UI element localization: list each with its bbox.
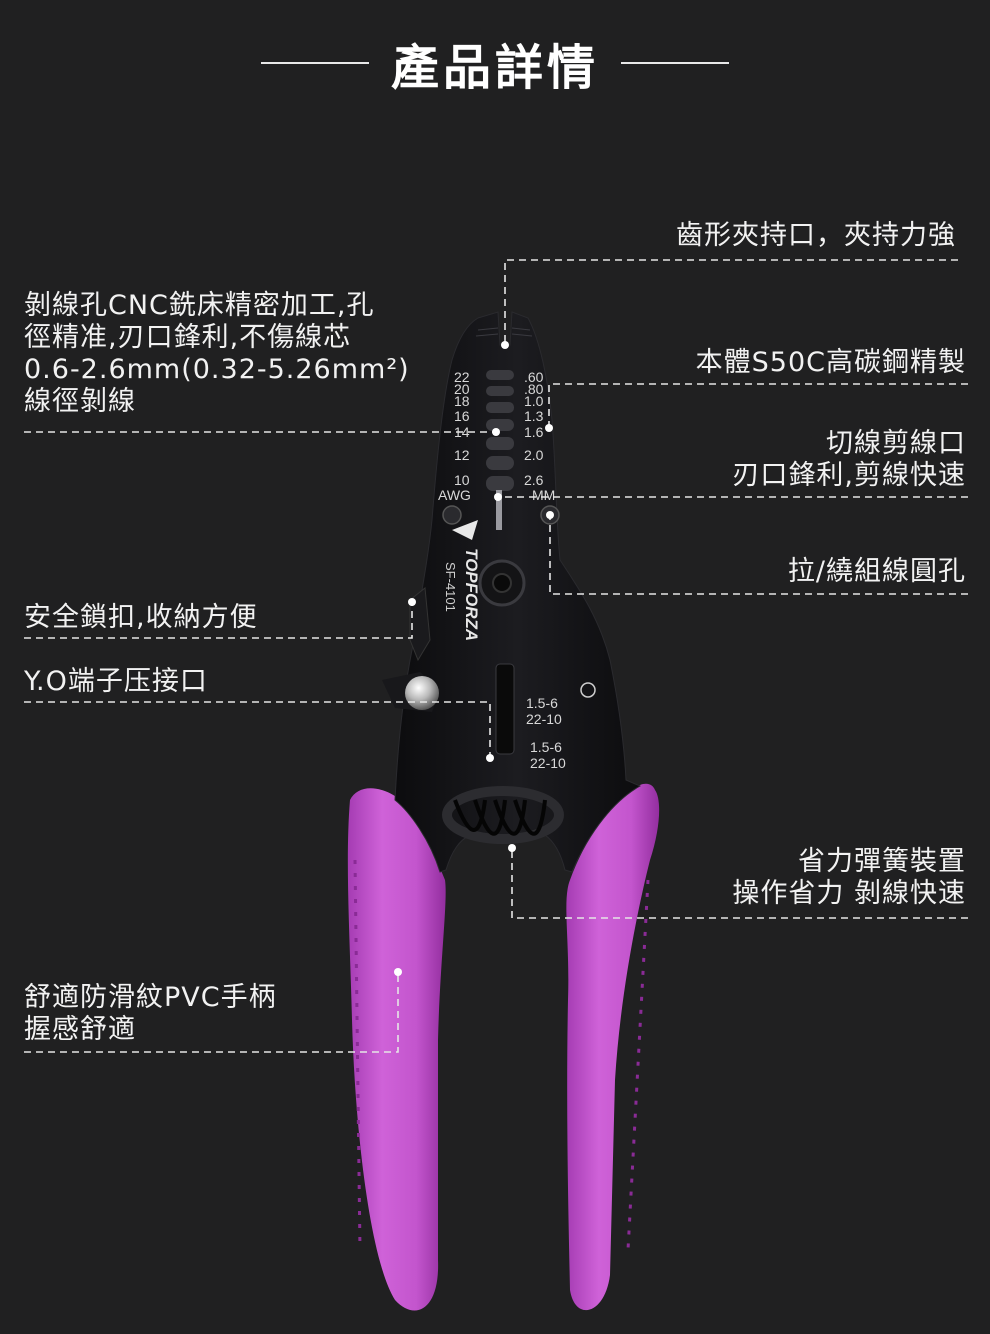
handle-left-ridge: [353, 859, 362, 1251]
leader-twist-hole: [549, 515, 968, 595]
dot-cutter: [494, 493, 502, 501]
awg-18: 18: [454, 393, 470, 409]
handle-right: [566, 783, 660, 1311]
rivet-left: [442, 505, 462, 525]
crimp-marks: 1.5-6 22-10 1.5-6 22-10: [526, 695, 566, 771]
jaw-teeth: [475, 327, 533, 337]
label-spring: 省力彈簧裝置 操作省力 剝線快速: [732, 846, 966, 910]
leader-jaw-grip: [504, 259, 958, 345]
header: 產品詳情: [0, 28, 990, 98]
leader-body-steel: [548, 383, 968, 428]
awg-10: 10: [454, 472, 470, 488]
label-jaw-grip: 齒形夾持口，夾持力強: [676, 220, 956, 251]
mm-scale: .60 .80 1.0 1.3 1.6 2.0 2.6 MM: [524, 369, 555, 503]
crimp-slot: [495, 663, 515, 755]
handle-line-1: 舒適防滑紋PVC手柄: [24, 982, 277, 1013]
brand-logo: TOPFORZA: [462, 548, 481, 641]
silver-bolt: [405, 676, 439, 710]
strip-holes-line-3: 0.6-2.6mm(0.32-5.26mm²): [24, 354, 410, 385]
label-terminal-crimp: Y.O端子压接口: [24, 666, 208, 697]
crimp-mark-1: 1.5-6: [526, 695, 558, 711]
mm-13: 1.3: [524, 408, 544, 424]
model-number: SF-4101: [443, 562, 458, 612]
crimp-mark-4: 22-10: [530, 755, 566, 771]
crimp-hole: [580, 682, 596, 698]
label-strip-holes: 剝線孔CNC銑床精密加工,孔 徑精准,刃口鋒利,不傷線芯 0.6-2.6mm(0…: [24, 290, 410, 418]
title-line-right: [621, 62, 729, 64]
spring-coil: [442, 786, 564, 844]
awg-unit: AWG: [438, 487, 471, 503]
cutter-line-1: 切線剪線口: [826, 428, 966, 459]
dot-terminal-crimp: [486, 754, 494, 762]
cutter-line-2: 刃口鋒利,剪線快速: [732, 460, 966, 491]
dot-strip-holes: [492, 428, 500, 436]
dot-handle: [394, 968, 402, 976]
leader-safety-lock: [24, 602, 413, 639]
dot-body-steel: [545, 424, 553, 432]
awg-22: 22: [454, 369, 470, 385]
strip-holes-line-1: 剝線孔CNC銑床精密加工,孔: [24, 290, 375, 321]
label-cutter: 切線剪線口 刃口鋒利,剪線快速: [732, 428, 966, 492]
awg-16: 16: [454, 408, 470, 424]
crimp-mark-2: 22-10: [526, 711, 562, 727]
strip-holes-line-2: 徑精准,刃口鋒利,不傷線芯: [24, 322, 352, 353]
dot-spring: [508, 844, 516, 852]
spring-line-1: 省力彈簧裝置: [798, 846, 966, 877]
spring-line-2: 操作省力 剝線快速: [732, 878, 966, 909]
leader-handle: [24, 972, 399, 1053]
label-safety-lock: 安全鎖扣,收納方便: [24, 602, 258, 633]
awg-20: 20: [454, 381, 470, 397]
leader-spring: [511, 848, 968, 919]
label-handle: 舒適防滑紋PVC手柄 握感舒適: [24, 982, 277, 1046]
mm-26: 2.6: [524, 472, 544, 488]
mm-20: 2.0: [524, 447, 544, 463]
mm-080: .80: [524, 381, 544, 397]
strip-holes: [486, 370, 514, 530]
title-line-left: [260, 62, 369, 64]
mm-unit: MM: [532, 487, 555, 503]
handle-line-2: 握感舒適: [24, 1014, 136, 1045]
crimp-mark-3: 1.5-6: [530, 739, 562, 755]
awg-12: 12: [454, 447, 470, 463]
mm-060: .60: [524, 369, 544, 385]
page-title: 產品詳情: [390, 40, 599, 96]
dot-twist-hole: [546, 511, 554, 519]
brand-mark: [452, 520, 478, 540]
label-body-steel: 本體S50C高碳鋼精製: [695, 347, 966, 378]
awg-scale: 22 20 18 16 14 12 10 AWG: [438, 369, 471, 503]
dot-safety-lock: [408, 598, 416, 606]
safety-lock-lever: [409, 587, 431, 662]
handle-right-ridge: [626, 879, 650, 1251]
mm-16: 1.6: [524, 424, 544, 440]
handle-left: [347, 788, 446, 1311]
mm-10: 1.0: [524, 393, 544, 409]
label-twist-hole: 拉/繞組線圓孔: [787, 556, 966, 587]
dot-jaw-grip: [501, 341, 509, 349]
strip-holes-line-4: 線徑剝線: [24, 386, 136, 417]
